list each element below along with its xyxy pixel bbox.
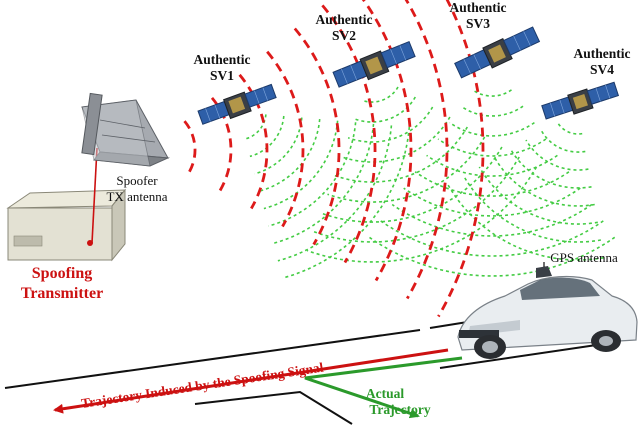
sv2-signal-arc: [347, 106, 434, 143]
sv1-signal-arc: [272, 123, 375, 245]
spoofer-antenna-label-line2: TX antenna: [106, 189, 167, 204]
sv1-signal-arc: [249, 115, 285, 158]
spoof-signal-arc: [437, 0, 485, 318]
sv4-signal-arc: [494, 157, 595, 207]
label-sv1: Authentic SV1: [194, 52, 251, 83]
label-sv4: Authentic SV4: [574, 46, 631, 77]
sv4-signal-arc: [447, 184, 605, 261]
sv2-signal-arc: [334, 126, 468, 183]
sv2-signal-arc: [340, 116, 451, 163]
sv3-signal-arc: [449, 121, 535, 137]
sv3-signal-arc: [403, 187, 581, 217]
sv3-signal-arc: [414, 171, 570, 197]
label-sv3: Authentic SV3: [450, 0, 507, 31]
sv2-signal-arc: [361, 86, 399, 103]
authentic-signal-wavefronts: [244, 86, 616, 279]
sv4-signal-arc: [525, 139, 589, 171]
sv2-signal-arc: [313, 156, 520, 243]
label-sv4-line2: SV4: [590, 62, 614, 77]
spoofing-transmitter-box: [6, 188, 127, 262]
spoof-signal-arc: [238, 73, 269, 210]
sv2-signal-arc: [327, 136, 486, 203]
label-sv3-line1: Authentic: [450, 0, 507, 15]
label-sv3-line2: SV3: [466, 16, 490, 31]
spoofing-transmitter-label-line2: Transmitter: [21, 285, 103, 302]
spoof-signal-arc: [210, 97, 233, 192]
spoofer-antenna: [81, 92, 170, 167]
label-sv2-line2: SV2: [332, 28, 356, 43]
spoof-signal-arc: [361, 0, 413, 282]
label-sv1-line2: SV1: [210, 68, 234, 83]
actual-trajectory-label-line2: Trajectory: [369, 402, 430, 417]
gps-antenna-label: GPS antenna: [550, 250, 618, 265]
vehicle: [457, 262, 638, 359]
label-sv4-line1: Authentic: [574, 46, 631, 61]
satellite-sv1: [197, 83, 277, 125]
spoofing-signal-wavefronts: [183, 0, 485, 318]
sv1-signal-arc: [244, 114, 267, 140]
sv4-signal-arc: [509, 148, 592, 189]
road-edge-lower: [439, 342, 611, 369]
label-sv1-line1: Authentic: [194, 52, 251, 67]
spoof-signal-arc: [183, 120, 197, 174]
sv4-signal-arc: [463, 175, 602, 243]
sv4-signal-arc: [540, 130, 586, 153]
label-sv2: Authentic SV2: [316, 12, 373, 43]
spoof-signal-arc: [266, 50, 305, 228]
satellite-sv2: [332, 40, 416, 88]
road-edge-left: [4, 329, 421, 389]
sv1-signal-arc: [258, 119, 321, 192]
satellite-sv4: [541, 81, 620, 120]
sv2-signal-arc: [306, 166, 538, 263]
sv1-signal-arc: [277, 125, 393, 262]
sv3-signal-arc: [460, 105, 524, 117]
spoof-signal-arc: [321, 4, 377, 264]
sv3-signal-arc: [391, 203, 593, 237]
sv4-signal-arc: [556, 121, 583, 135]
gps-antenna: [536, 266, 552, 278]
sv2-signal-arc: [320, 146, 503, 223]
sv3-signal-arc: [426, 154, 558, 177]
spoofing-transmitter-label-line1: Spoofing: [32, 265, 92, 282]
spoofed-trajectory-arrow: [53, 348, 449, 414]
label-sv2-line1: Authentic: [316, 12, 373, 27]
actual-trajectory-label-line1: Actual: [366, 386, 404, 401]
road-branch: [194, 390, 353, 425]
antenna-cable: [91, 147, 98, 244]
sv3-signal-arc: [437, 138, 547, 157]
sv1-signal-arc: [282, 126, 411, 279]
spoof-signal-arc: [293, 27, 341, 246]
satellite-sv3: [454, 26, 541, 79]
sv4-signal-arc: [478, 166, 598, 225]
sv3-signal-arc: [472, 89, 512, 97]
actual-trajectory-arrow: [304, 356, 463, 419]
sv3-signal-arc: [380, 220, 604, 257]
sv2-signal-arc: [354, 96, 416, 123]
spoof-signal-arc: [404, 0, 449, 300]
sv1-signal-arc: [263, 120, 339, 210]
sv1-signal-arc: [268, 122, 357, 227]
spoofer-antenna-label-line1: Spoofer: [116, 173, 158, 188]
